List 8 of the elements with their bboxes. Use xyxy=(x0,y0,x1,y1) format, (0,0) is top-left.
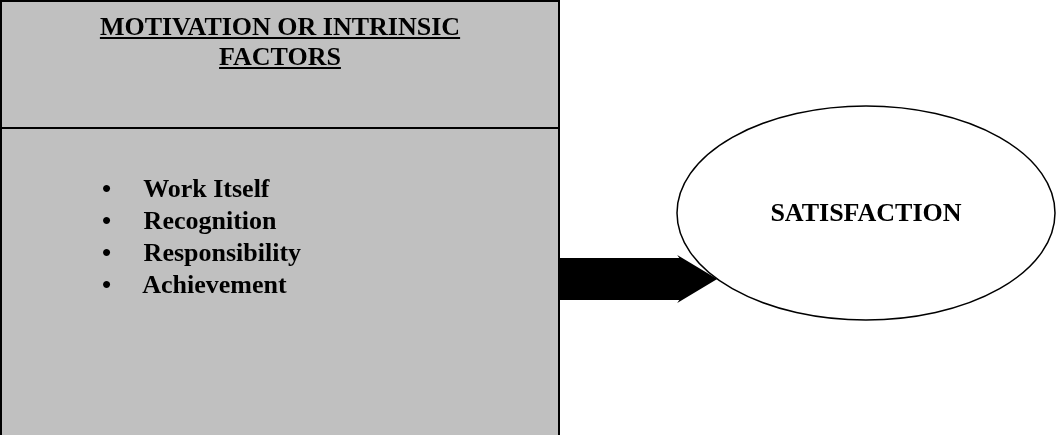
ellipse-label: SATISFACTION xyxy=(770,198,962,228)
list-item: • Responsibility xyxy=(102,237,302,269)
block-arrow xyxy=(560,255,718,303)
list-item: • Work Itself xyxy=(102,173,270,205)
list-item: • Recognition xyxy=(102,205,277,237)
factor-box xyxy=(0,0,560,435)
box-heading: MOTIVATION OR INTRINSIC FACTORS xyxy=(98,12,462,73)
list-item: • Achievement xyxy=(102,269,287,301)
